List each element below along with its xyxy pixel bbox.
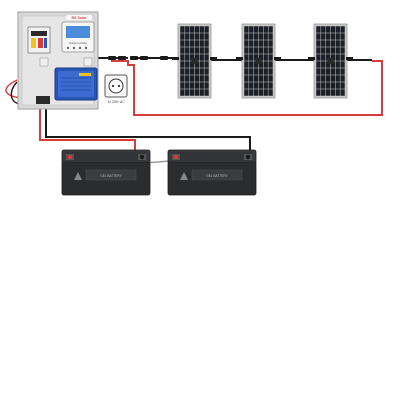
battery-label: GEL BATTERY	[100, 174, 122, 178]
battery-bank: GEL BATTERY GEL BATTERY	[61, 149, 257, 196]
control-cabinet: RS Solar Charge controller	[17, 11, 99, 110]
gel-battery: GEL BATTERY	[61, 149, 151, 196]
brand-logo-icon	[74, 172, 82, 180]
solar-panel	[172, 23, 217, 99]
solar-panel	[236, 23, 281, 99]
string-connector-wire	[130, 57, 372, 61]
wiring	[5, 57, 383, 164]
mc4-connectors	[108, 56, 168, 60]
inverter	[54, 67, 98, 101]
brand-logo-icon	[180, 172, 188, 180]
solar-panel	[308, 23, 353, 99]
gel-battery: GEL BATTERY	[167, 149, 257, 196]
panel-brand-label: RS Solar	[72, 16, 88, 20]
charge-controller: Charge controller	[61, 21, 95, 53]
socket-label: 1x 230V AC	[108, 100, 126, 104]
controller-label: Charge controller	[69, 42, 88, 45]
panel-positive-wire	[111, 57, 383, 116]
battery-negative-wire	[45, 108, 251, 155]
solar-panel-array	[108, 23, 353, 99]
ac-socket: 1x 230V AC	[104, 74, 128, 104]
battery-label: GEL BATTERY	[206, 174, 228, 178]
battery-positive-wire	[39, 108, 136, 155]
